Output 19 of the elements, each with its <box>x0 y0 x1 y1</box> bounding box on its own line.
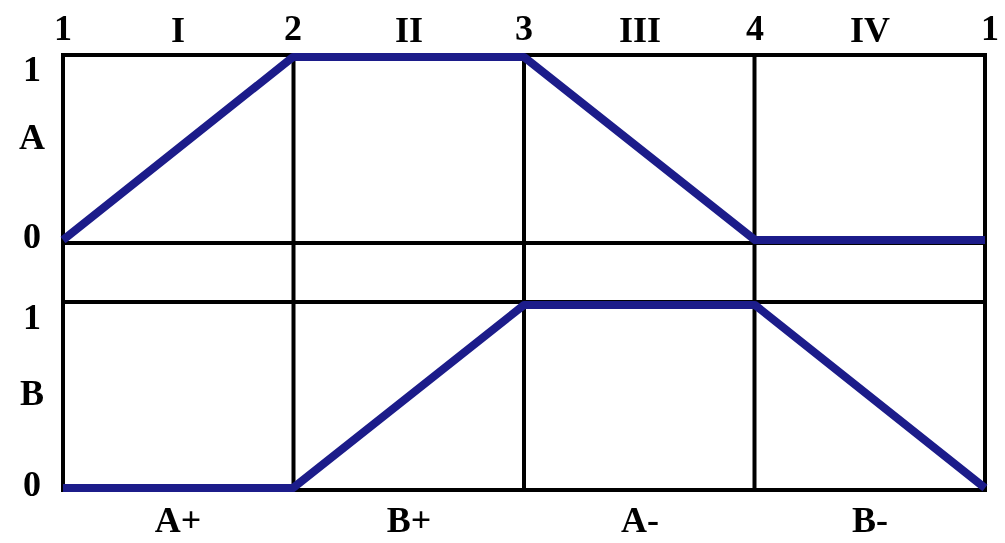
diagram-label: B- <box>852 502 888 538</box>
diagram-label: 2 <box>284 10 302 46</box>
diagram-label: 1 <box>54 10 72 46</box>
diagram-label: A+ <box>154 502 202 538</box>
diagram-label: III <box>619 12 661 48</box>
diagram-label: B+ <box>386 502 432 538</box>
diagram-label: IV <box>850 12 890 48</box>
diagram-label: 1 <box>23 299 41 335</box>
diagram-label: 0 <box>23 466 41 502</box>
diagram-label: 1 <box>981 10 999 46</box>
diagram-label: II <box>395 12 423 48</box>
diagram-label: 0 <box>23 218 41 254</box>
diagram-label: A- <box>621 502 659 538</box>
diagram-label: I <box>171 12 185 48</box>
diagram-label: 1 <box>23 51 41 87</box>
diagram-label: 3 <box>515 10 533 46</box>
diagram-label: 4 <box>746 10 764 46</box>
diagram-label: B <box>20 375 44 411</box>
diagram-label: A <box>19 119 45 155</box>
